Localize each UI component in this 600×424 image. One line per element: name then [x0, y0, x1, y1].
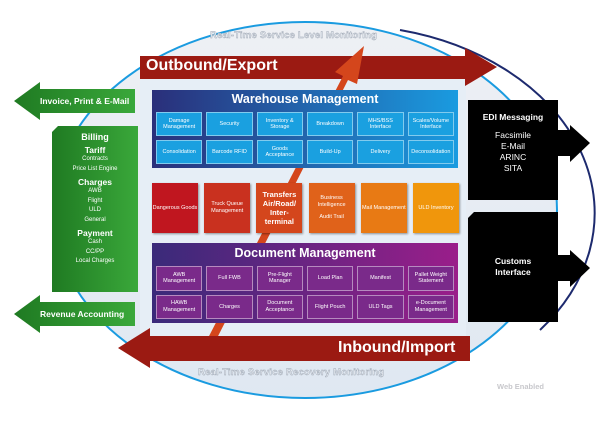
module-sublabel: Audit Trail — [319, 214, 344, 221]
document-module-cell: ULD Tags — [357, 294, 404, 319]
warehouse-module-cell: Inventory & Storage — [256, 112, 303, 136]
module-label: ULD Inventory — [418, 204, 454, 211]
warehouse-module-cell: Delivery — [357, 140, 404, 164]
edi-item: E-Mail — [500, 141, 526, 151]
document-module-cell: Manifest — [357, 266, 404, 291]
document-module-cell: Charges — [206, 294, 253, 319]
document-module-cell: AWB Management — [156, 266, 203, 291]
document-module-cell: Pre-Flight Manager — [256, 266, 303, 291]
module-box: Dangerous Goods — [152, 183, 198, 233]
billing-item: AWB — [88, 188, 102, 194]
warehouse-module-cell: Goods Acceptance — [256, 140, 303, 164]
service-recovery-monitoring-label: Real-Time Service Recovery Monitoring — [198, 367, 385, 378]
module-label: Transfers Air/Road/ Inter-terminal — [262, 190, 297, 226]
document-module-cell: e-Document Management — [407, 294, 454, 319]
billing-item: ULD — [88, 207, 101, 213]
outbound-export-label: Outbound/Export — [146, 57, 278, 74]
edi-item: SITA — [503, 163, 523, 173]
billing-item: Cash — [87, 239, 102, 245]
service-level-monitoring-label: Real-Time Service Level Monitoring — [210, 30, 378, 41]
billing-item: Local Charges — [75, 258, 115, 264]
warehouse-module-cell: Scales/Volume Interface — [407, 112, 454, 136]
module-label: Truck Queue Management — [211, 201, 244, 214]
edi-item: ARINC — [499, 152, 527, 162]
warehouse-module-cell: Security — [206, 112, 253, 136]
billing-group-title: Payment — [77, 228, 113, 238]
warehouse-module-cell: Consolidation — [156, 140, 203, 164]
module-box: Transfers Air/Road/ Inter-terminal — [256, 183, 303, 233]
document-management-title: Document Management — [234, 246, 376, 260]
warehouse-module-cell: Damage Management — [156, 112, 203, 136]
edi-messaging-title: EDI Messaging — [482, 112, 544, 122]
billing-item: General — [84, 216, 106, 223]
module-box: Truck Queue Management — [204, 183, 251, 233]
document-module-cell: Load Plan — [306, 266, 354, 291]
document-module-cell: Pallet Weight Statement — [407, 266, 454, 291]
module-box: Mail Management — [360, 183, 407, 233]
billing-item: Flight — [87, 197, 103, 204]
outbound-arrow — [140, 48, 497, 86]
web-enabled-label: Web Enabled — [497, 382, 544, 391]
edi-item: Facsimile — [495, 130, 531, 140]
warehouse-module-cell: Barcode RFID — [206, 140, 253, 164]
revenue-accounting-label: Revenue Accounting — [40, 309, 125, 319]
module-label: Dangerous Goods — [152, 204, 198, 211]
module-label: Mail Management — [361, 204, 406, 211]
invoice-arrow — [14, 82, 135, 120]
warehouse-module-cell: Deconsolidation — [407, 140, 454, 164]
invoice-print-email-label: Invoice, Print & E-Mail — [40, 96, 130, 106]
billing-item: Contracts — [82, 156, 108, 162]
document-module-cell: Flight Pouch — [306, 294, 354, 319]
revenue-arrow — [14, 295, 135, 333]
warehouse-management-title: Warehouse Management — [231, 92, 379, 106]
module-box: ULD Inventory — [413, 183, 459, 233]
billing-item: CC/PP — [85, 248, 105, 255]
warehouse-module-cell: Breakdown — [306, 112, 354, 136]
document-module-cell: Full FWB — [206, 266, 253, 291]
billing-group-title: Charges — [77, 177, 112, 187]
inbound-arrow — [118, 328, 470, 368]
warehouse-module-cell: Build-Up — [306, 140, 354, 164]
inbound-import-label: Inbound/Import — [338, 339, 456, 356]
customs-interface-label: Customs Interface — [494, 256, 532, 277]
module-label: Business Intelligence — [317, 195, 346, 208]
document-module-cell: HAWB Management — [156, 294, 203, 319]
billing-item: Price List Engine — [72, 165, 118, 172]
billing-group-title: Tariff — [84, 145, 106, 155]
billing-title: Billing — [81, 132, 109, 142]
warehouse-module-cell: MHS/BSS Interface — [357, 112, 404, 136]
document-module-cell: Document Acceptance — [256, 294, 303, 319]
